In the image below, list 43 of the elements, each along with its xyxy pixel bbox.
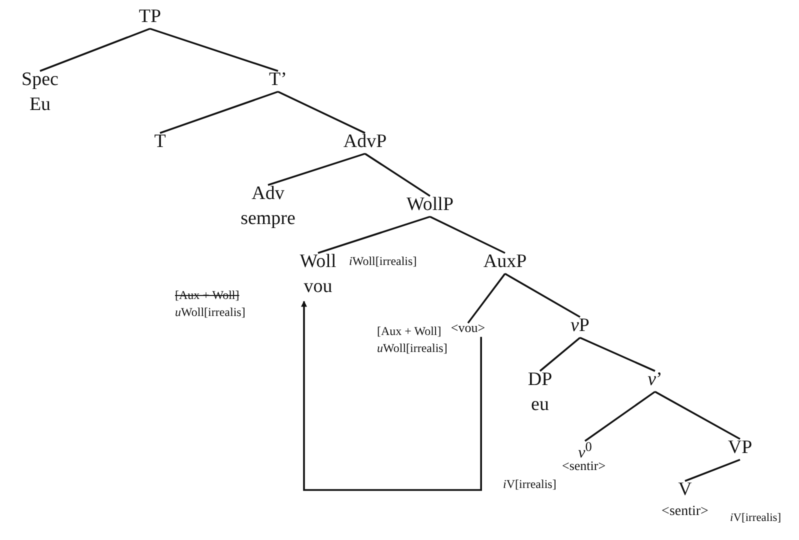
branch-line	[40, 28, 150, 72]
node-label: Adv	[252, 182, 284, 206]
branch-line	[467, 273, 506, 324]
node-label: T’	[269, 68, 287, 92]
branch-line	[150, 28, 278, 72]
branch-line	[430, 216, 506, 254]
node-label: AuxP	[483, 250, 527, 274]
node-label: VP	[728, 436, 752, 460]
struck-annotation: [Aux + Woll]	[175, 288, 240, 302]
branch-line	[160, 90, 278, 134]
feature-annotation: uWoll[irrealis]	[175, 305, 246, 320]
node-word: sempre	[240, 206, 296, 231]
node-label: Spec	[22, 68, 58, 92]
branch-line	[580, 336, 656, 372]
feature-annotation: iWoll[irrealis]	[349, 254, 417, 268]
branch-line	[318, 216, 430, 254]
feature-annotation: uWoll[irrealis]	[377, 341, 448, 356]
node-word: eu	[531, 392, 549, 417]
branch-line	[654, 390, 740, 440]
feature-annotation: [Aux + Woll]	[377, 324, 442, 338]
node-label: DP	[528, 368, 552, 392]
node-label: vP	[570, 314, 590, 338]
node-word: <sentir>	[662, 502, 708, 521]
node-label: AdvP	[343, 130, 387, 154]
node-label: V	[678, 478, 692, 502]
feature-annotation: iV[irrealis]	[730, 512, 782, 526]
branch-line	[364, 152, 430, 197]
node-label: T	[154, 130, 166, 154]
branch-line	[504, 272, 580, 318]
feature-annotation: iV[irrealis]	[503, 477, 556, 492]
branch-line	[539, 337, 581, 372]
node-label: TP	[138, 5, 162, 29]
node-word: vou	[304, 274, 332, 299]
branch-line	[684, 458, 740, 482]
node-label: WollP	[406, 193, 454, 217]
node-label: <vou>	[450, 320, 486, 337]
node-word: Eu	[29, 92, 51, 117]
branch-line	[584, 390, 656, 442]
branch-line	[268, 152, 366, 186]
branch-line	[278, 90, 366, 134]
node-label: v’	[648, 368, 662, 392]
movement-arrow	[301, 300, 482, 491]
node-label: Woll	[300, 250, 336, 274]
